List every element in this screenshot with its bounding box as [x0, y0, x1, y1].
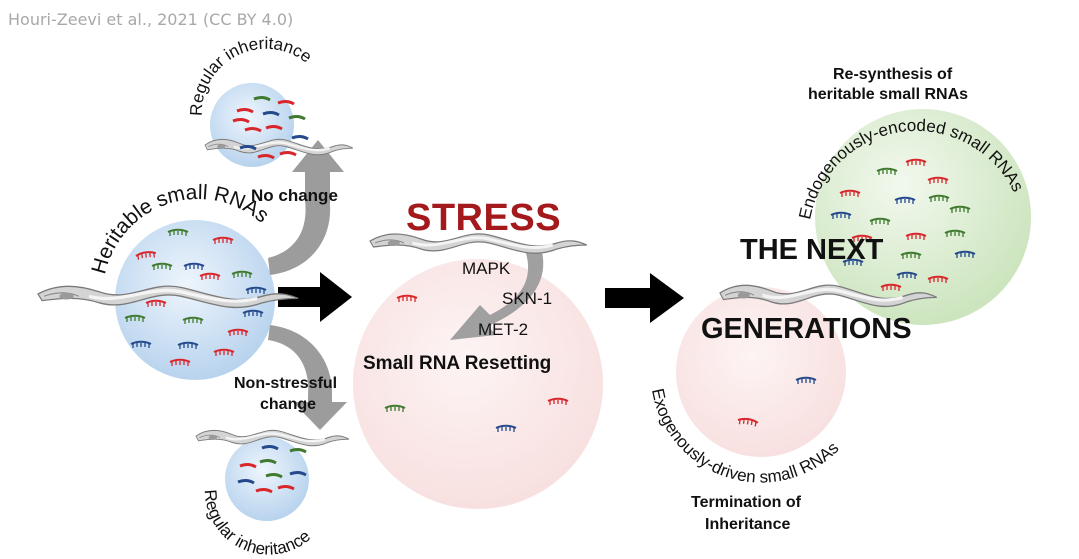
small-rna-resetting-label: Small RNA Resetting: [363, 353, 552, 374]
pathway-mapk: MAPK: [462, 259, 511, 278]
non-stressful-label: Non-stressful: [234, 375, 338, 392]
stress-title: STRESS: [406, 197, 562, 239]
endogenous-sphere: [815, 109, 1031, 325]
next-generations-heading-line1: THE NEXT: [740, 234, 884, 266]
credit-text: Houri-Zeevi et al., 2021 (CC BY 4.0): [8, 10, 294, 29]
termination-title-line1: Termination of: [691, 494, 801, 511]
exogenous-sphere: [676, 287, 846, 457]
resynthesis-title-line2: heritable small RNAs: [808, 86, 969, 103]
no-change-arrow: [268, 140, 344, 275]
no-change-label: No change: [251, 186, 338, 205]
termination-title-line2: Inheritance: [705, 516, 791, 533]
pathway-met2: MET-2: [478, 320, 529, 339]
resynthesis-title-line1: Re-synthesis of: [833, 66, 953, 83]
regular-inheritance-bottom-sphere: [225, 437, 309, 521]
next-generations-heading-line2: GENERATIONS: [701, 313, 912, 345]
resetting-sphere: [353, 259, 603, 509]
pathway-skn1: SKN-1: [502, 289, 553, 308]
non-stressful-arrow: [268, 325, 347, 430]
arrow-to-next-generations: [605, 273, 684, 323]
arrow-to-stress: [278, 272, 352, 322]
stress-pathway-arrow: [450, 245, 544, 340]
change-label: change: [260, 396, 317, 413]
